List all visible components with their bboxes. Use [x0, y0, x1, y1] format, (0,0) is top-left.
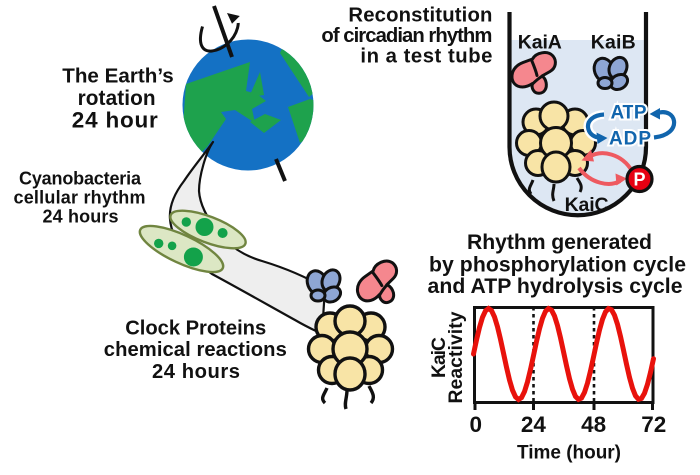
svg-text:P: P — [633, 170, 645, 190]
svg-text:Reconstitution: Reconstitution — [348, 5, 492, 27]
svg-text:The Earth’s: The Earth’s — [62, 65, 174, 88]
svg-text:24: 24 — [521, 412, 547, 437]
svg-text:24 hours: 24 hours — [43, 207, 119, 227]
svg-text:and ATP hydrolysis cycle: and ATP hydrolysis cycle — [428, 275, 683, 298]
svg-text:ATP: ATP — [611, 103, 647, 124]
svg-text:Cyanobacteria: Cyanobacteria — [19, 169, 142, 189]
svg-text:0: 0 — [470, 412, 483, 437]
svg-text:in a test tube: in a test tube — [360, 46, 492, 68]
svg-text:KaiC: KaiC — [565, 194, 609, 216]
svg-text:24 hour: 24 hour — [72, 108, 158, 133]
svg-text:24 hours: 24 hours — [152, 361, 240, 383]
svg-text:chemical reactions: chemical reactions — [104, 339, 287, 361]
svg-text:48: 48 — [581, 412, 606, 437]
svg-text:by phosphorylation cycle: by phosphorylation cycle — [429, 253, 686, 276]
svg-text:Time (hour): Time (hour) — [517, 443, 621, 464]
svg-text:Clock Proteins: Clock Proteins — [125, 317, 266, 339]
svg-text:ADP: ADP — [609, 129, 651, 150]
svg-text:KaiA: KaiA — [518, 32, 562, 54]
svg-text:KaiCReactivity: KaiCReactivity — [429, 311, 467, 403]
svg-text:of circadian rhythm: of circadian rhythm — [321, 25, 492, 47]
svg-text:Rhythm generated: Rhythm generated — [467, 231, 652, 254]
svg-text:KaiB: KaiB — [591, 32, 636, 54]
svg-text:rotation: rotation — [78, 87, 156, 110]
svg-text:72: 72 — [641, 412, 666, 437]
svg-text:cellular rhythm: cellular rhythm — [14, 188, 146, 208]
